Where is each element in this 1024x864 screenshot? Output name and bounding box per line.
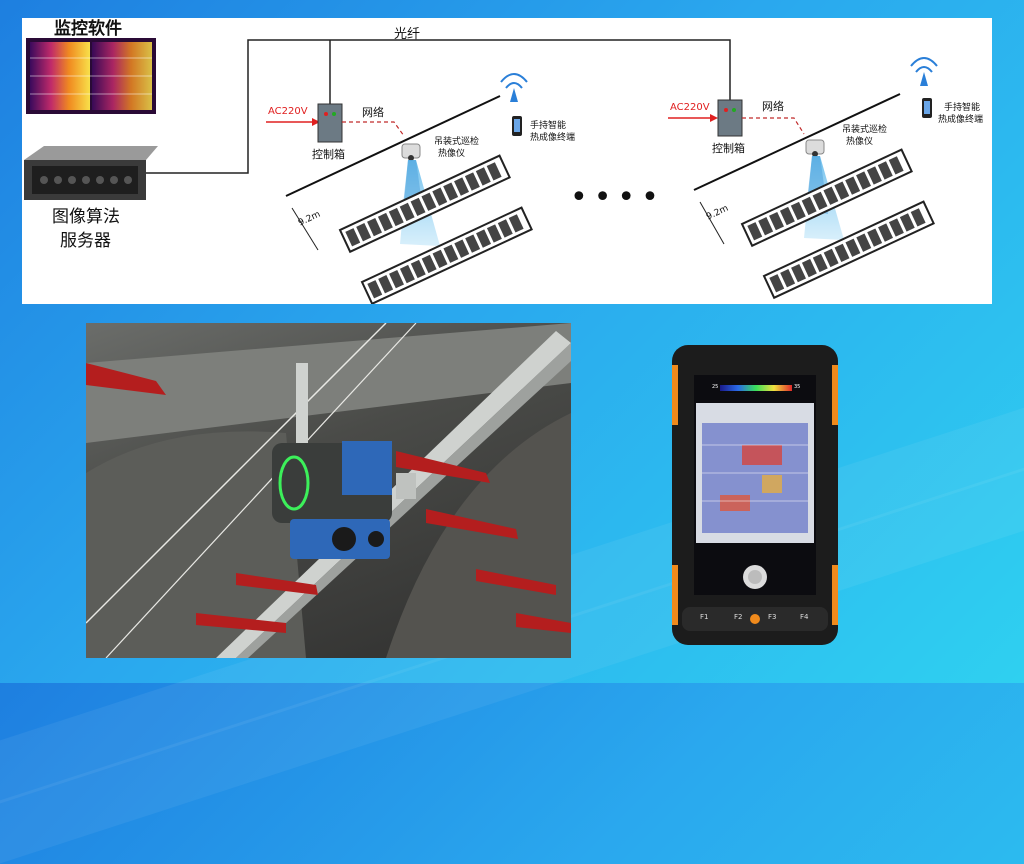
key-f3[interactable]: F3: [768, 613, 777, 621]
unit2-camera-label-line2: 热像仪: [846, 137, 874, 147]
unit1-camera-label-line2: 热像仪: [438, 149, 466, 159]
unit2-handheld-label-line2: 热成像终端: [938, 115, 984, 125]
tunnel-robot-photo: [86, 323, 571, 658]
monitor-screen-icon: [26, 38, 156, 114]
fiber-cable: [146, 39, 731, 174]
unit2-handheld-label-line1: 手持智能: [944, 103, 981, 113]
unit-2: [668, 57, 938, 300]
unit2-network-label: 网络: [762, 100, 784, 113]
terminal-drawing: [672, 345, 838, 645]
scale-min-label: 25: [712, 384, 719, 390]
server-icon: [24, 146, 158, 200]
scale-max-label: 35: [794, 384, 801, 390]
fiber-label: 光纤: [394, 27, 421, 42]
unit2-ac-label: AC220V: [670, 102, 710, 113]
unit-1: [266, 73, 533, 304]
server-label-line1: 图像算法: [52, 207, 120, 227]
unit2-camera-label-line1: 吊装式巡检: [842, 125, 888, 135]
key-f4[interactable]: F4: [800, 613, 809, 621]
unit1-network-label: 网络: [362, 106, 384, 119]
handheld-thermal-terminal: 25 35 F1 F2 F3 F4: [672, 345, 838, 645]
key-f2[interactable]: F2: [734, 613, 743, 621]
diagram-drawing: [24, 38, 938, 304]
unit1-control-box-label: 控制箱: [312, 148, 345, 161]
unit1-handheld-label-line1: 手持智能: [530, 121, 567, 131]
unit1-camera-label-line1: 吊装式巡检: [434, 137, 480, 147]
ellipsis-label: ••••: [570, 180, 665, 215]
unit2-control-box-label: 控制箱: [712, 142, 745, 155]
key-f1[interactable]: F1: [700, 613, 709, 621]
monitor-software-label: 监控软件: [54, 19, 122, 39]
unit1-ac-label: AC220V: [268, 106, 308, 117]
unit1-handheld-label-line2: 热成像终端: [530, 133, 576, 143]
tunnel-scene: [86, 323, 571, 658]
system-diagram: 监控软件 图像算法 服务器 光纤 •••• AC220V 网络 控制箱 吊装式巡…: [22, 18, 992, 304]
server-label-line2: 服务器: [60, 231, 111, 251]
